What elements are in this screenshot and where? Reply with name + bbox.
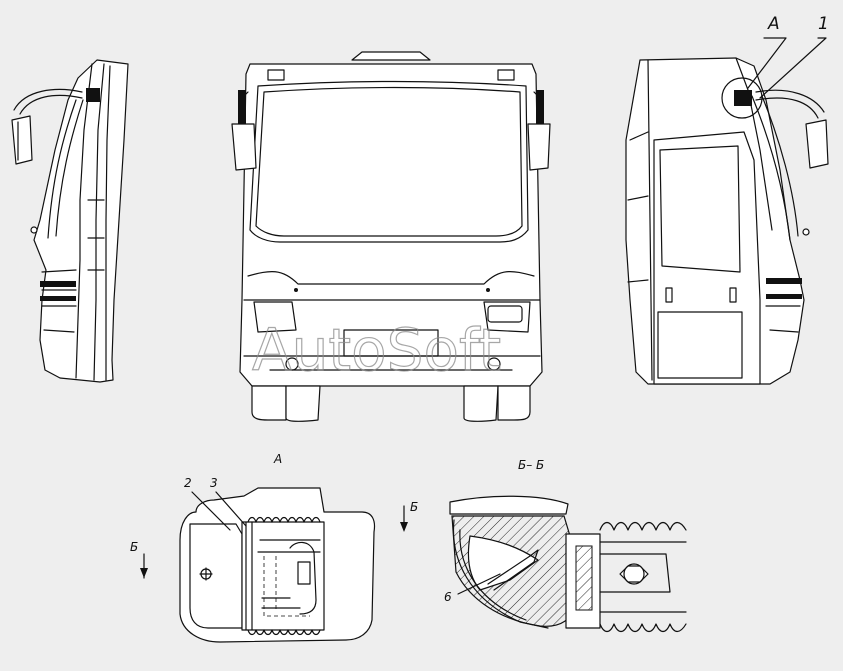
right-side-view [625,37,829,385]
watermark-text: AutoSoft [252,316,501,384]
part-6-label: 6 [444,590,452,604]
left-side-view [11,59,129,383]
detail-a-view [140,487,376,643]
part-2-label: 2 [184,476,192,490]
view-a-title: А [274,452,283,466]
callout-a-label: A [768,14,780,34]
callout-1-label: 1 [818,14,829,34]
section-b-view [400,495,687,633]
section-mark-left: Б [130,540,139,554]
front-view [231,51,551,422]
part-3-label: 3 [210,476,218,490]
section-mark-right: Б [410,500,419,514]
section-b-title: Б– Б [518,458,545,472]
